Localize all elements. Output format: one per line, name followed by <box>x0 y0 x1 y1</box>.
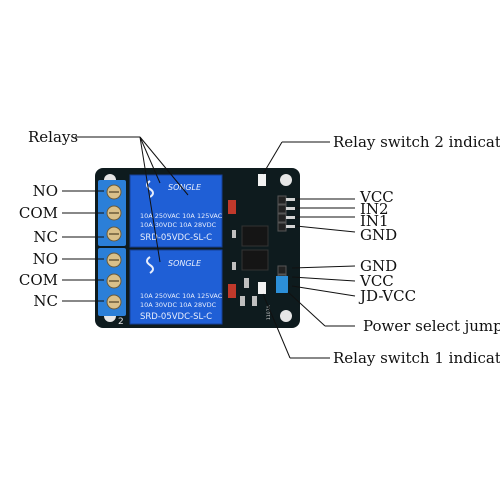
power-select-jumper-label: Power select jumper <box>363 317 500 335</box>
relay-1: SONGLE 10A 250VAC 10A 125VAC 10A 30VDC 1… <box>129 249 223 325</box>
svg-text:SONGLE: SONGLE <box>168 259 202 268</box>
jumper-label-jd-vcc: JD-VCC <box>360 287 417 305</box>
jumper-label-gnd: GND <box>360 257 398 275</box>
led-2-icon <box>258 174 266 186</box>
led-1-icon <box>258 282 266 294</box>
header-label-gnd: GND <box>360 226 398 244</box>
header-label-in2: IN2 <box>360 200 389 218</box>
terminal-label-com-1: COM <box>18 271 58 289</box>
relay-switch-2-indicator-label: Relay switch 2 indicator <box>333 133 500 151</box>
header-label-vcc: VCC <box>360 188 394 206</box>
terminal-label-no-2: NO <box>32 182 58 200</box>
relay-switch-1-indicator-label: Relay switch 1 indicator <box>333 349 500 367</box>
svg-text:10A 250VAC 10A 125VAC: 10A 250VAC 10A 125VAC <box>140 292 223 300</box>
mount-hole-icon <box>280 174 292 186</box>
mount-hole-icon <box>280 310 292 322</box>
svg-text:1107A: 1107A <box>266 305 272 320</box>
songle-logo-icon <box>146 256 154 274</box>
terminal-label-com-2: COM <box>18 204 58 222</box>
terminal-label-nc-2: NC <box>33 228 58 246</box>
svg-text:10A 30VDC 10A 28VDC: 10A 30VDC 10A 28VDC <box>140 221 217 229</box>
jumper-label-vcc: VCC <box>360 272 394 290</box>
terminal-label-no-1: NO <box>32 250 58 268</box>
jumper-cap-icon <box>276 276 288 293</box>
channel-number: 2 <box>118 317 124 327</box>
relay-2: SONGLE 10A 250VAC 10A 125VAC 10A 30VDC 1… <box>129 174 223 248</box>
svg-text:SONGLE: SONGLE <box>168 183 202 192</box>
svg-text:SRD-05VDC-SL-C: SRD-05VDC-SL-C <box>140 233 212 243</box>
screw-terminal-blocks <box>98 180 126 316</box>
board-components: 1107A <box>228 174 295 320</box>
svg-text:SRD-05VDC-SL-C: SRD-05VDC-SL-C <box>140 312 212 322</box>
svg-text:10A 250VAC 10A 125VAC: 10A 250VAC 10A 125VAC <box>140 212 223 220</box>
leader-lines <box>62 136 356 359</box>
header-label-in1: IN1 <box>360 212 389 230</box>
svg-text:10A 30VDC 10A 28VDC: 10A 30VDC 10A 28VDC <box>140 301 217 309</box>
relays-label: Relays <box>28 128 79 146</box>
terminal-label-nc-1: NC <box>33 292 58 310</box>
